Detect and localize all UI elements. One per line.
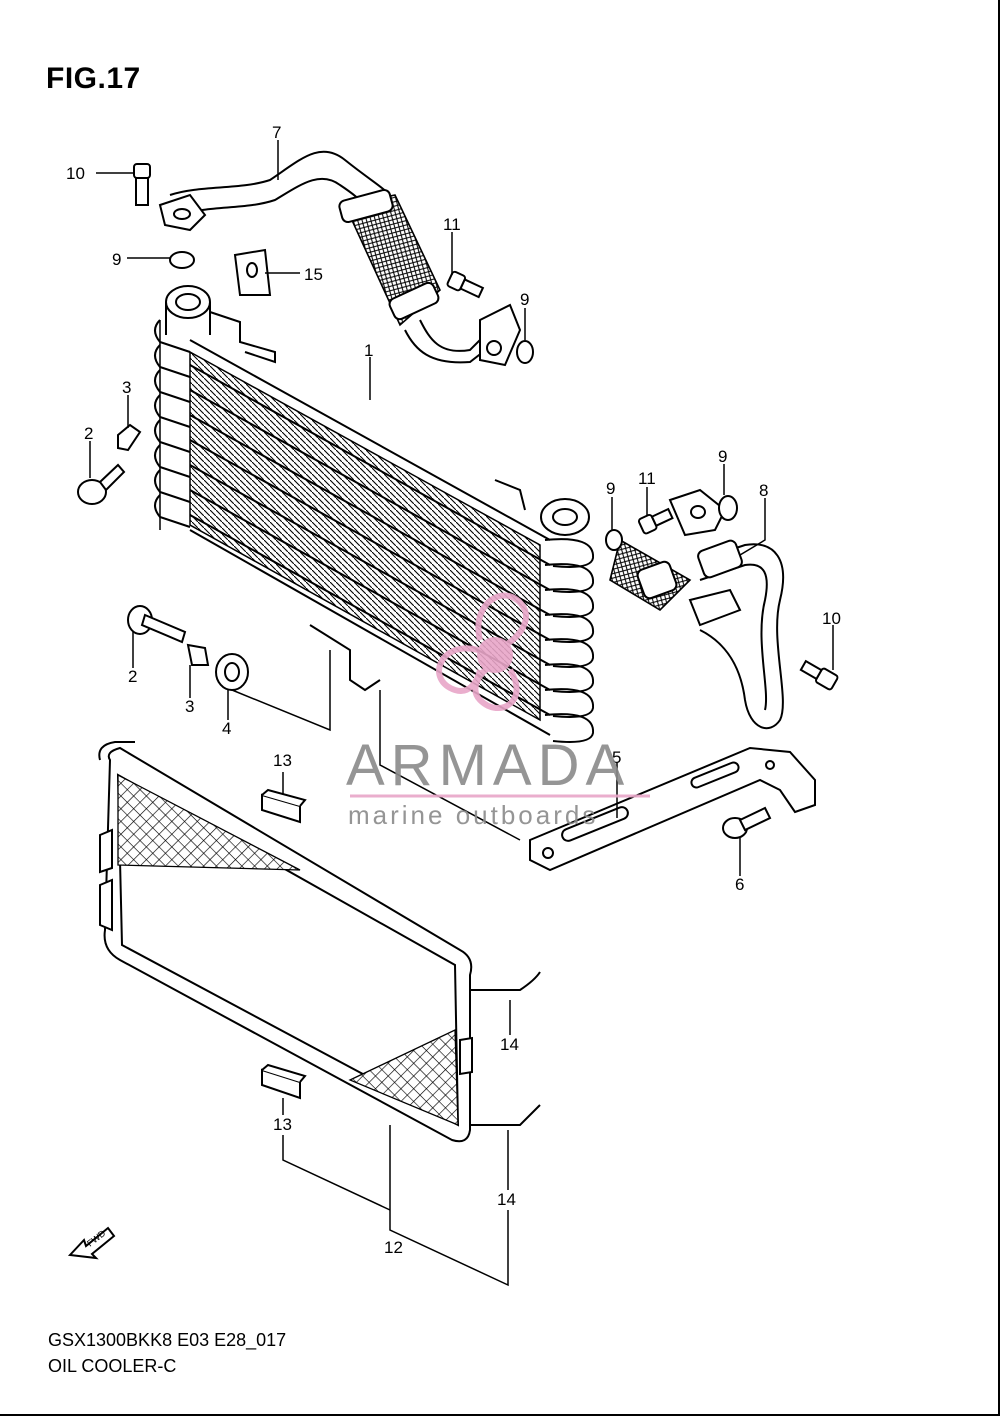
callout-5: 5 (612, 748, 621, 767)
o-ring-right (718, 495, 738, 521)
section-name: OIL COOLER-C (48, 1356, 177, 1376)
callout-10: 10 (822, 609, 841, 628)
callout-numbers: 7 10 9 15 11 9 1 3 2 9 11 9 8 2 3 4 10 1… (66, 123, 841, 1257)
bolt-11-right (637, 507, 674, 535)
o-ring-right-upper (516, 340, 534, 364)
callout-9: 9 (606, 479, 615, 498)
callout-2: 2 (84, 424, 93, 443)
bolts (77, 163, 839, 839)
model-code: GSX1300BKK8 E03 E28_017 (48, 1330, 287, 1350)
small-parts (117, 251, 738, 691)
bolt-10-right (799, 659, 839, 691)
mounting-bracket (529, 746, 816, 872)
callout-15: 15 (304, 265, 323, 284)
callout-7: 7 (272, 123, 281, 142)
callout-3: 3 (185, 697, 194, 716)
armada-watermark: ARMADA marine outboards (346, 592, 650, 830)
leader-lines (89, 140, 834, 1287)
callout-12: 12 (384, 1238, 403, 1257)
figure-title: FIG.17 (46, 62, 141, 95)
fwd-arrow-icon: FWD (67, 1226, 116, 1260)
o-ring-center (605, 529, 623, 551)
watermark-brand: ARMADA (346, 733, 630, 798)
callout-6: 6 (735, 875, 744, 894)
armada-logo-icon (436, 592, 529, 712)
callout-11: 11 (638, 469, 656, 488)
oil-hose-upper (158, 150, 522, 367)
bolt-2-lower (127, 605, 187, 644)
callout-9: 9 (520, 290, 529, 309)
oil-cooler-core (154, 285, 595, 743)
oil-hose-right (609, 488, 785, 730)
callout-11: 11 (443, 215, 461, 234)
callout-13: 13 (273, 1115, 292, 1134)
left-header (154, 319, 191, 530)
callout-14: 14 (500, 1035, 519, 1054)
callout-1: 1 (364, 341, 373, 360)
callout-2: 2 (128, 667, 137, 686)
hose-clamp (233, 248, 272, 296)
watermark-tagline: marine outboards (348, 800, 598, 830)
bolt-10-upper (133, 163, 151, 206)
callout-4: 4 (222, 719, 231, 738)
callout-14: 14 (497, 1190, 516, 1209)
o-ring-upper (169, 251, 195, 269)
bolt-6 (722, 806, 772, 839)
callout-13: 13 (273, 751, 292, 770)
callout-8: 8 (759, 481, 768, 500)
right-header (544, 538, 595, 743)
bolt-2-upper (77, 463, 126, 505)
callout-9: 9 (718, 447, 727, 466)
bolt-11-upper (446, 270, 485, 299)
cooler-guard (98, 741, 541, 1143)
callout-10: 10 (66, 164, 85, 183)
rubber-pads (261, 788, 307, 1100)
grommet (215, 653, 249, 691)
callout-9: 9 (112, 250, 121, 269)
callout-3: 3 (122, 378, 131, 397)
